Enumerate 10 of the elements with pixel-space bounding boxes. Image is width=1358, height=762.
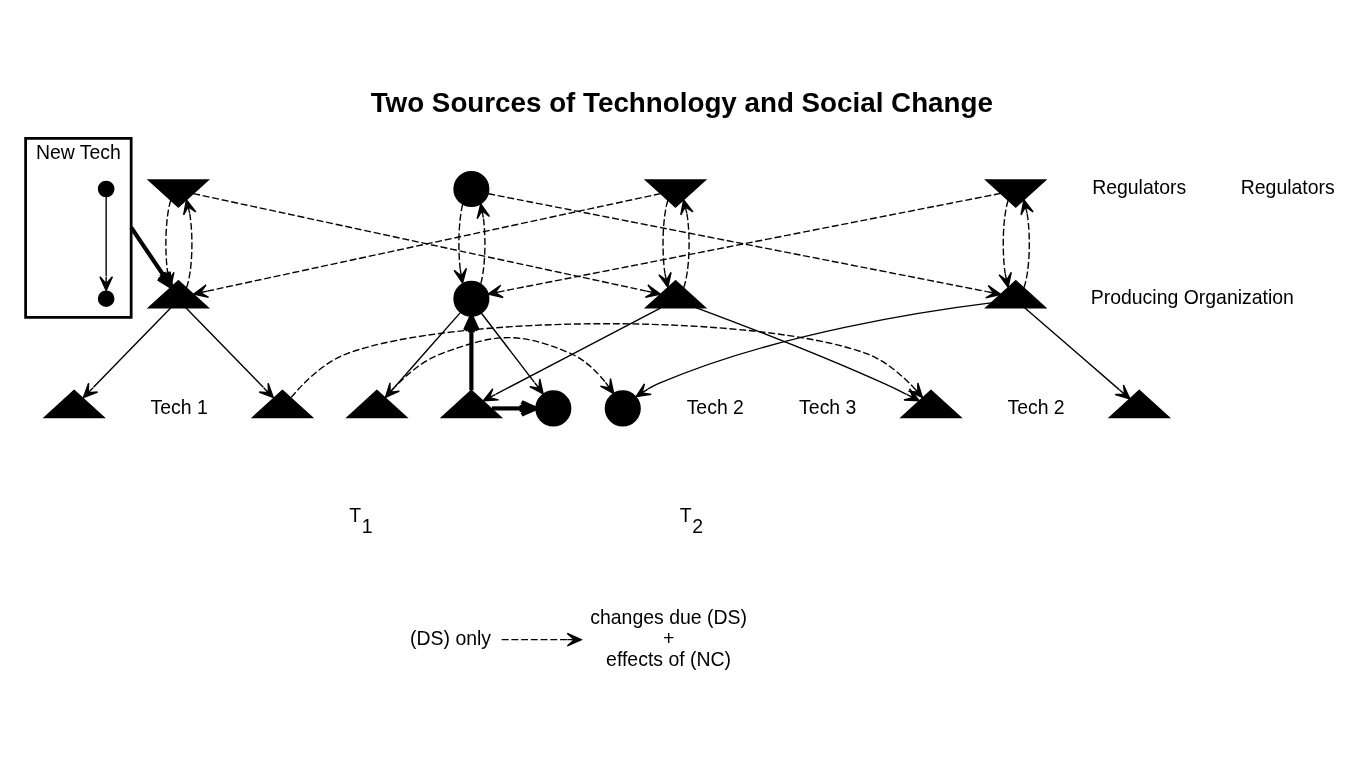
label: Tech 3: [799, 395, 857, 418]
label: Regulators: [1092, 176, 1187, 199]
diagram-title: Two Sources of Technology and Social Change: [370, 86, 993, 118]
label: Tech 2: [686, 395, 744, 418]
label: Producing Organization: [1090, 285, 1294, 308]
label: Regulators: [1240, 176, 1335, 199]
label: Tech 1: [150, 395, 208, 418]
label: Tech 2: [1007, 395, 1065, 418]
node-text: changes due (DS) + effects of (NC): [590, 605, 747, 670]
node-text: (DS) only: [410, 626, 492, 649]
